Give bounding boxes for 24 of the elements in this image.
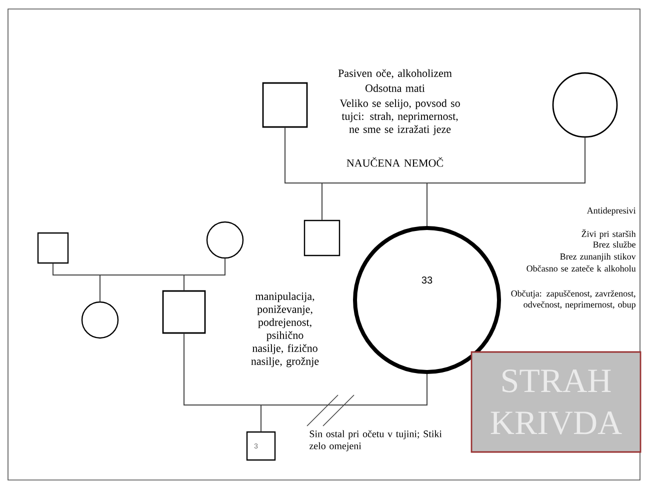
connector-line — [260, 404, 262, 432]
circle-symbol — [81, 301, 119, 339]
annotation-text: Veliko se selijo, povsod so tujci: strah, neprimernost, ne sme se izražati jeze — [340, 99, 460, 136]
circle-symbol — [206, 221, 244, 259]
square-symbol — [304, 220, 340, 256]
connector-line — [52, 258, 226, 276]
circle-symbol — [552, 72, 618, 138]
annotation-text: manipulacija, poniževanje, podrejenost, psihično nasilje, fizično nasilje, grožnje — [251, 292, 319, 368]
annotation-text: Živi pri starših — [582, 229, 636, 239]
annotation-text: Občasno se zateče k alkoholu — [526, 265, 636, 272]
square-symbol — [262, 82, 308, 128]
connector-line — [426, 182, 428, 226]
annotation-text: Brez službe — [593, 241, 636, 248]
annotation-text: NAUČENA NEMOČ — [346, 157, 443, 167]
annotation-text: Občutja: zapuščenost, zavrženost, odvečnost, neprimernost, obup — [511, 290, 636, 310]
square-symbol — [162, 290, 206, 334]
annotation-text: Brez zunanjih stikov — [560, 253, 636, 262]
annotation-text: Antidepresivi — [586, 207, 636, 216]
annotation-text: Pasiven oče, alkoholizem — [338, 69, 452, 79]
connector-line — [184, 333, 428, 406]
connector-line — [284, 127, 586, 184]
annotation-text: Odsotna mati — [366, 84, 425, 92]
square-symbol — [37, 232, 69, 264]
annotation-text: Sin ostal pri očetu v tujini; Stiki zelo omejeni — [309, 430, 442, 452]
